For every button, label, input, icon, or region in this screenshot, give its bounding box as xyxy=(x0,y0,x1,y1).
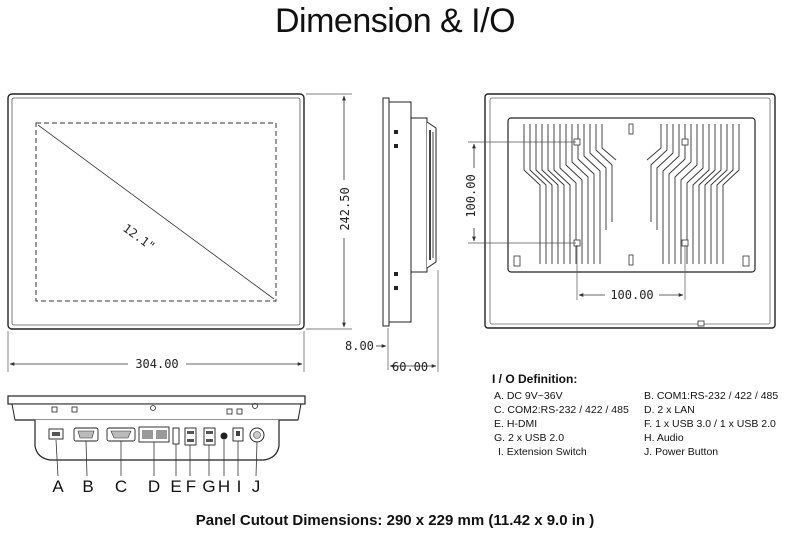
front-view: 12.1" xyxy=(7,93,305,330)
width-label: 304.00 xyxy=(135,357,178,371)
io-item-i: I. Extension Switch xyxy=(498,446,587,458)
io-item-c: C. COM2:RS-232 / 422 / 485 xyxy=(494,404,629,416)
port-letter-e: E xyxy=(170,477,181,496)
height-label: 242.50 xyxy=(338,187,352,230)
port-letter-g: G xyxy=(202,477,215,496)
depth-label: 60.00 xyxy=(392,360,428,374)
cutout-dimensions: Panel Cutout Dimensions: 290 x 229 mm (1… xyxy=(195,512,595,529)
port-f-usb xyxy=(184,427,197,446)
rear-view: 100.00 100.00 xyxy=(463,93,776,329)
port-e-hdmi xyxy=(172,427,180,445)
io-item-b: B. COM1:RS-232 / 422 / 485 xyxy=(644,390,779,402)
vesa-vertical-label: 100.00 xyxy=(464,174,478,217)
bezel-label: 8.00 xyxy=(345,339,374,353)
height-dimension: 242.50 xyxy=(306,93,352,330)
port-letter-c: C xyxy=(115,477,127,496)
io-item-f: F. 1 x USB 3.0 / 1 x USB 2.0 xyxy=(644,418,776,430)
side-view: 8.00 60.00 xyxy=(345,97,439,374)
port-letter-a: A xyxy=(52,477,64,496)
port-letter-i: I xyxy=(237,477,242,496)
port-letter-j: J xyxy=(252,477,261,496)
port-letter-d: D xyxy=(148,477,160,496)
width-dimension: 304.00 xyxy=(7,331,305,372)
port-h-audio xyxy=(220,432,228,440)
diagonal-line xyxy=(37,124,275,300)
io-item-j: J. Power Button xyxy=(644,446,719,458)
bottom-view: A B C D E F G H I J xyxy=(7,395,306,496)
io-item-a: A. DC 9V~36V xyxy=(494,390,563,402)
port-letter-f: F xyxy=(186,477,196,496)
io-item-g: G. 2 x USB 2.0 xyxy=(494,432,565,444)
vesa-horizontal-label: 100.00 xyxy=(610,288,653,302)
io-heading: I / O Definition: xyxy=(492,372,578,386)
page-title: Dimension & I/O xyxy=(274,2,516,40)
port-letter-h: H xyxy=(218,477,230,496)
io-item-d: D. 2 x LAN xyxy=(644,404,695,416)
heatsink xyxy=(507,117,756,273)
port-letter-b: B xyxy=(82,477,93,496)
io-definition: I / O Definition: A. DC 9V~36V B. COM1:R… xyxy=(486,372,786,458)
io-item-h: H. Audio xyxy=(644,432,684,444)
display-area xyxy=(35,122,277,302)
port-g-usb xyxy=(203,427,216,446)
io-item-e: E. H-DMI xyxy=(494,418,538,430)
